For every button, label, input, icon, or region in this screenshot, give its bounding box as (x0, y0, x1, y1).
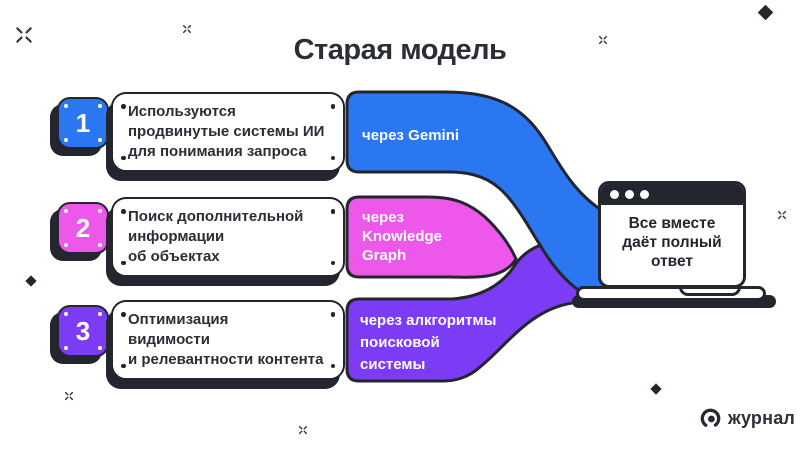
band-label-gemini-line: через Gemini (362, 127, 460, 144)
band-label-gemini: через Gemini (362, 127, 459, 144)
card-corner-dot (121, 104, 126, 109)
sparkle-icon (598, 35, 608, 45)
step-2-card: Поиск дополнительной информации об объек… (111, 197, 345, 277)
step-3-badge: 3 (57, 305, 109, 357)
step-3-text: и релевантности контента (128, 351, 324, 368)
ribbon-gemini (345, 90, 634, 304)
journal-logo-text: журнал (728, 408, 796, 428)
sparkle-icon (64, 391, 74, 401)
step-3-number: 3 (75, 316, 91, 346)
sparkle-icon (298, 425, 308, 435)
journal-logo: журнал (699, 407, 795, 430)
band-label-kg-line: через (362, 209, 405, 226)
laptop-base (576, 286, 766, 301)
band-label-algo-line: поисковой (360, 334, 440, 351)
band-label-kg-line: Knowledge (362, 228, 443, 245)
badge-corner-dot (64, 312, 68, 316)
card-corner-dot (330, 155, 335, 160)
card-corner-dot (121, 209, 126, 214)
card-corner-dot (330, 260, 335, 265)
step-2-text: Поиск дополнительной (128, 208, 304, 225)
laptop-illustration: Все вместе даёт полный ответ (568, 178, 780, 310)
badge-corner-dot (64, 243, 68, 247)
badge-corner-dot (64, 346, 68, 350)
band-label-kg-line: Graph (362, 247, 407, 264)
step-2-text: информации (128, 228, 225, 245)
band-label-knowledge-graph: через Knowledge Graph (362, 208, 442, 265)
step-3-text: видимости (128, 331, 210, 348)
result-text: Все вместе даёт полный ответ (601, 214, 743, 271)
sparkle-icon (182, 24, 192, 34)
step-3-card: Оптимизация видимости и релевантности ко… (111, 300, 345, 380)
result-text-line: ответ (650, 253, 693, 270)
badge-corner-dot (64, 138, 68, 142)
step-2-text: об объектах (128, 248, 220, 265)
card-corner-dot (330, 104, 335, 109)
window-control-dot (640, 190, 649, 199)
window-control-dot (610, 190, 619, 199)
journal-logo-icon (700, 408, 721, 429)
card-corner-dot (330, 312, 335, 317)
band-label-algo-line: системы (360, 356, 426, 373)
ribbon-knowledge-graph (345, 195, 518, 279)
badge-corner-dot (98, 104, 102, 108)
step-1-text: для понимания запроса (128, 143, 307, 160)
step-2-badge: 2 (57, 202, 109, 254)
badge-corner-dot (98, 312, 102, 316)
step-2-number: 2 (75, 213, 91, 243)
laptop-screen-window: Все вместе даёт полный ответ (598, 181, 746, 288)
result-text-line: Все вместе (628, 215, 716, 232)
window-control-dot (625, 190, 634, 199)
badge-corner-dot (98, 346, 102, 350)
card-corner-dot (121, 260, 126, 265)
badge-corner-dot (64, 209, 68, 213)
step-1-text: Используются (128, 103, 236, 120)
step-1-text: продвинутые системы ИИ (128, 123, 325, 140)
step-1-number: 1 (75, 108, 91, 138)
badge-corner-dot (98, 243, 102, 247)
badge-corner-dot (98, 138, 102, 142)
badge-corner-dot (64, 104, 68, 108)
card-corner-dot (121, 363, 126, 368)
badge-corner-dot (98, 209, 102, 213)
page-title: Старая модель (293, 34, 507, 66)
window-titlebar (601, 184, 743, 205)
band-label-algo-line: через алкгоритмы (360, 312, 497, 329)
card-corner-dot (121, 312, 126, 317)
step-1-badge: 1 (57, 97, 109, 149)
card-corner-dot (330, 363, 335, 368)
band-label-search-algorithms: через алкгоритмы поисковой системы (360, 310, 496, 376)
sparkle-icon (16, 27, 32, 43)
card-corner-dot (330, 209, 335, 214)
sparkle-icon (777, 210, 787, 220)
step-3-text: Оптимизация (128, 311, 229, 328)
card-corner-dot (121, 155, 126, 160)
result-text-line: даёт полный (622, 234, 722, 251)
step-1-card: Используются продвинутые системы ИИ для … (111, 92, 345, 172)
